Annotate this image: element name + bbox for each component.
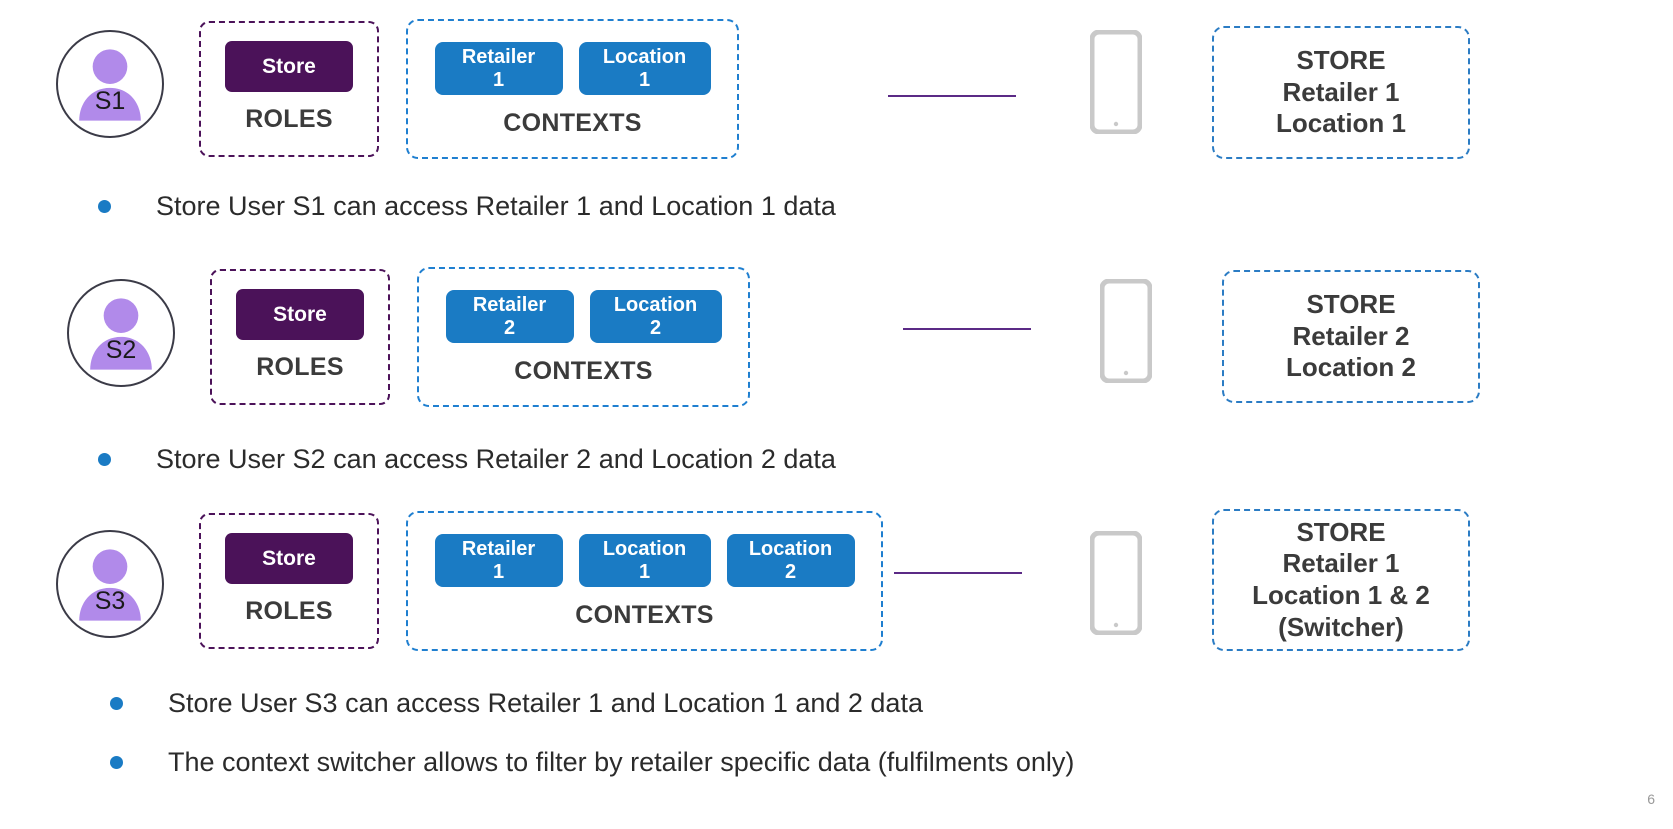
contexts-box-row2: Retailer 2 Location 2 CONTEXTS <box>417 267 750 407</box>
bullet-text: Store User S3 can access Retailer 1 and … <box>168 688 923 718</box>
result-line: Retailer 1 <box>1282 76 1400 107</box>
bullet-item-4: The context switcher allows to filter by… <box>110 747 1074 778</box>
result-line: Retailer 2 <box>1292 320 1410 351</box>
context-chip-location-2[interactable]: Location 2 <box>726 534 855 587</box>
avatar-label-s2: S2 <box>105 336 137 364</box>
context-chip-line1: Location <box>602 537 687 560</box>
context-chip-line2: 1 <box>638 68 651 91</box>
roles-caption-1: ROLES <box>245 105 333 133</box>
contexts-caption-3: CONTEXTS <box>575 601 714 629</box>
context-chip-line1: Location <box>613 293 698 316</box>
context-chip-retailer-1[interactable]: Retailer 1 <box>434 42 563 95</box>
context-chip-line2: 1 <box>492 560 505 583</box>
context-chip-row-3: Retailer 1 Location 1 Location 2 <box>408 534 881 587</box>
context-chip-retailer-1[interactable]: Retailer 1 <box>434 534 563 587</box>
context-chip-row-2: Retailer 2 Location 2 <box>419 290 748 343</box>
bullet-dot-icon <box>98 200 111 213</box>
result-line: Location 1 & 2 <box>1252 580 1430 610</box>
bullet-text: Store User S1 can access Retailer 1 and … <box>156 191 836 221</box>
context-chip-line1: Retailer <box>461 45 536 68</box>
bullet-item-2: Store User S2 can access Retailer 2 and … <box>98 444 836 475</box>
result-line: STORE <box>1296 516 1386 547</box>
roles-box-row2: Store ROLES <box>210 269 390 405</box>
role-chip-row-2: Store <box>212 289 388 340</box>
result-box-row2: STORE Retailer 2 Location 2 <box>1222 270 1480 403</box>
contexts-box-row1: Retailer 1 Location 1 CONTEXTS <box>406 19 739 159</box>
context-chip-line1: Location <box>748 537 833 560</box>
result-box-row3: STORE Retailer 1 Location 1 & 2 (Switche… <box>1212 509 1470 651</box>
connector-line-2 <box>903 328 1031 330</box>
tablet-icon-1 <box>1090 30 1142 134</box>
connector-line-3 <box>894 572 1022 574</box>
context-chip-location-2[interactable]: Location 2 <box>589 290 722 343</box>
context-chip-row-1: Retailer 1 Location 1 <box>408 42 737 95</box>
connector-line-1 <box>888 95 1016 97</box>
roles-caption-3: ROLES <box>245 597 333 625</box>
context-chip-location-1[interactable]: Location 1 <box>578 534 711 587</box>
contexts-box-row3: Retailer 1 Location 1 Location 2 CONTEXT… <box>406 511 883 651</box>
bullet-text: Store User S2 can access Retailer 2 and … <box>156 444 836 474</box>
context-chip-line1: Location <box>602 45 687 68</box>
page-number: 6 <box>1647 791 1655 807</box>
result-line: Location 2 <box>1285 352 1416 383</box>
context-chip-line2: 2 <box>503 316 516 339</box>
roles-box-row1: Store ROLES <box>199 21 379 157</box>
result-line: STORE <box>1296 44 1386 75</box>
context-chip-retailer-2[interactable]: Retailer 2 <box>445 290 574 343</box>
context-chip-line2: 2 <box>784 560 797 583</box>
result-line: Location 1 <box>1275 108 1406 139</box>
result-box-row1: STORE Retailer 1 Location 1 <box>1212 26 1470 159</box>
avatar-s3: S3 <box>56 530 164 638</box>
contexts-caption-2: CONTEXTS <box>514 357 653 385</box>
result-line: (Switcher) <box>1278 611 1404 642</box>
tablet-icon-3 <box>1090 531 1142 635</box>
context-chip-line1: Retailer <box>472 293 547 316</box>
result-line: STORE <box>1306 288 1396 319</box>
bullet-dot-icon <box>98 453 111 466</box>
role-chip-row-3: Store <box>201 533 377 584</box>
avatar-s2: S2 <box>67 279 175 387</box>
tablet-icon-2 <box>1100 279 1152 383</box>
context-chip-line2: 1 <box>638 560 651 583</box>
bullet-text: The context switcher allows to filter by… <box>168 747 1075 777</box>
roles-box-row3: Store ROLES <box>199 513 379 649</box>
context-chip-location-1[interactable]: Location 1 <box>578 42 711 95</box>
bullet-item-3: Store User S3 can access Retailer 1 and … <box>110 688 923 719</box>
role-chip-row-1: Store <box>201 41 377 92</box>
bullet-item-1: Store User S1 can access Retailer 1 and … <box>98 191 836 222</box>
role-chip-store[interactable]: Store <box>225 533 353 584</box>
role-chip-store[interactable]: Store <box>225 41 353 92</box>
context-chip-line2: 2 <box>649 316 662 339</box>
contexts-caption-1: CONTEXTS <box>503 109 642 137</box>
roles-caption-2: ROLES <box>256 353 344 381</box>
bullet-dot-icon <box>110 756 123 769</box>
avatar-s1: S1 <box>56 30 164 138</box>
role-chip-store[interactable]: Store <box>236 289 364 340</box>
avatar-label-s1: S1 <box>94 87 126 115</box>
context-chip-line1: Retailer <box>461 537 536 560</box>
context-chip-line2: 1 <box>492 68 505 91</box>
avatar-label-s3: S3 <box>94 587 126 615</box>
result-line: Retailer 1 <box>1282 548 1400 579</box>
bullet-dot-icon <box>110 697 123 710</box>
